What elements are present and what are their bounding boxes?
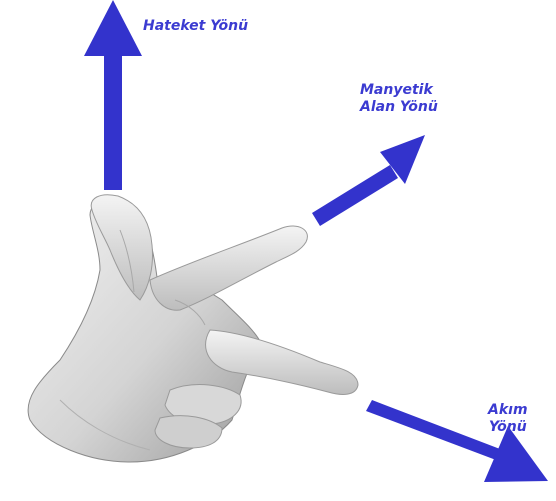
hand-icon — [28, 195, 358, 462]
current-direction-label: Akım Yönü — [488, 402, 528, 436]
current-label-line1: Akım — [488, 402, 528, 419]
magnetic-field-label-line2: Alan Yönü — [360, 99, 438, 116]
current-label-line2: Yönü — [488, 419, 528, 436]
magnetic-field-label-line1: Manyetik — [360, 82, 438, 99]
motion-direction-label: Hateket Yönü — [143, 18, 248, 35]
magnetic-field-direction-label: Manyetik Alan Yönü — [360, 82, 438, 116]
arrow-up-icon — [84, 0, 142, 190]
arrow-up-right-icon — [312, 135, 425, 226]
